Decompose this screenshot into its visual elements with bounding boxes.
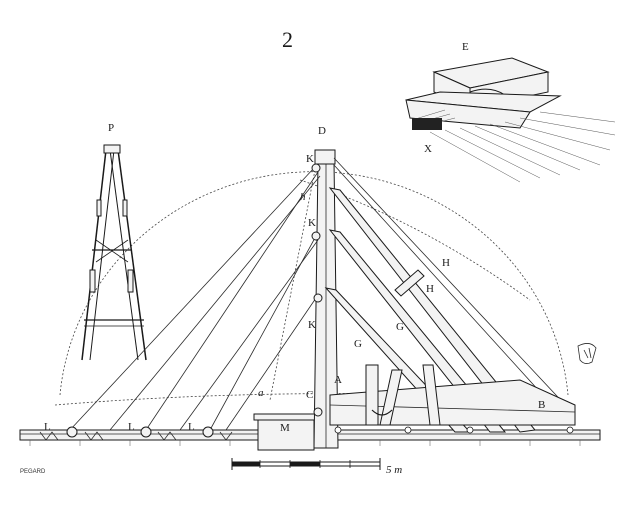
side-sketch [577, 343, 597, 364]
label-k-top: K [306, 153, 314, 165]
label-m: M [280, 422, 290, 434]
label-g-middle: G [354, 338, 362, 350]
figure-number: 2 [282, 27, 293, 52]
label-l-1: L [44, 421, 51, 433]
label-p: P [108, 122, 114, 134]
jib-upper [328, 187, 536, 433]
label-b: B [538, 399, 545, 411]
jib-middle [328, 229, 507, 433]
label-a-small: a [258, 387, 264, 399]
label-l-3: L [188, 421, 195, 433]
block-m [257, 417, 315, 451]
label-g-right: G [396, 321, 404, 333]
labels: P D E X K h K K H H G G A B C M a L L L [44, 41, 545, 434]
engraver-signature: PEGARD [20, 469, 46, 475]
scale-bar: 5 m [231, 458, 402, 476]
label-h: h [300, 191, 306, 203]
label-x: X [424, 143, 432, 155]
detail-e-block [405, 57, 616, 183]
label-k-middle: K [308, 217, 316, 229]
label-d: D [318, 125, 326, 137]
label-k-bottom: K [308, 319, 316, 331]
crane-assembly [19, 149, 601, 451]
scale-label: 5 m [386, 464, 402, 476]
label-c: C [306, 389, 313, 401]
label-a: A [334, 374, 342, 386]
label-e: E [462, 41, 469, 53]
label-h-lower: H [426, 283, 434, 295]
label-h-upper: H [442, 257, 450, 269]
label-l-2: L [128, 421, 135, 433]
detail-p-frame [81, 144, 147, 361]
